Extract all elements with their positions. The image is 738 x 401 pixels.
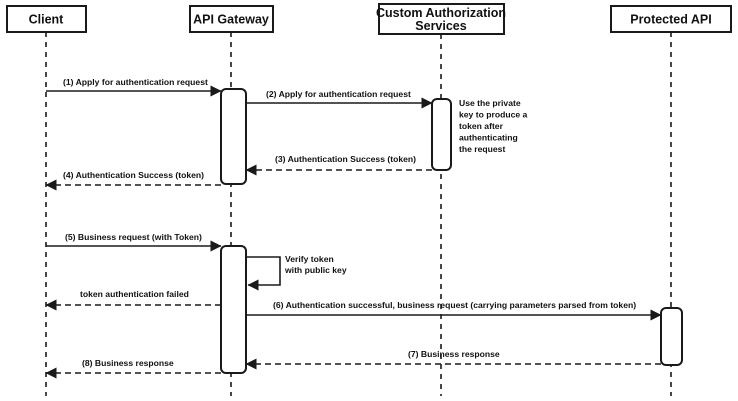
message-label-2: (2) Apply for authentication request (266, 89, 411, 99)
participant-box-client[interactable] (6, 5, 87, 33)
participant-box-api[interactable] (610, 5, 732, 33)
message-label-3: (3) Authentication Success (token) (275, 154, 416, 164)
self-message-label-verify-token: with public key (284, 265, 347, 275)
note-text-note-private-key: token after (459, 121, 504, 131)
note-text-note-private-key: key to produce a (459, 110, 528, 120)
message-label-1: (1) Apply for authentication request (63, 77, 208, 87)
note-text-note-private-key: authenticating (459, 133, 518, 143)
message-label-5: (5) Business request (with Token) (65, 232, 202, 242)
participant-box-gateway[interactable] (189, 5, 274, 33)
note-text-note-private-key: the request (459, 144, 505, 154)
self-message-label-verify-token: Verify token (285, 254, 334, 264)
message-label-8: (8) Business response (82, 358, 174, 368)
message-label-4: (4) Authentication Success (token) (63, 170, 204, 180)
participant-label-api: Protected API (630, 13, 712, 27)
participant-label-client: Client (29, 13, 65, 27)
message-label-6: (6) Authentication successful, business … (273, 300, 636, 310)
messages-group: (1) Apply for authentication request (2) … (45, 77, 662, 379)
message-label-fail: token authentication failed (80, 289, 189, 299)
participant-label-auth: Custom Authorization (376, 6, 506, 20)
message-label-7: (7) Business response (408, 349, 500, 359)
self-message-arrow-verify-token[interactable] (246, 256, 281, 291)
note-text-note-private-key: Use the private (459, 98, 521, 108)
participant-box-auth[interactable] (378, 3, 505, 35)
activation-box-act-api-1[interactable] (660, 307, 683, 366)
activation-box-act-gw-2[interactable] (220, 245, 247, 374)
activation-box-act-auth-1[interactable] (431, 98, 452, 171)
activation-boxes-group (220, 88, 683, 374)
participant-label-auth: Services (415, 19, 466, 33)
activation-box-act-gw-1[interactable] (220, 88, 247, 185)
participant-boxes-group: Client API Gateway Custom AuthorizationSer… (6, 3, 732, 35)
participant-label-gateway: API Gateway (193, 13, 269, 27)
